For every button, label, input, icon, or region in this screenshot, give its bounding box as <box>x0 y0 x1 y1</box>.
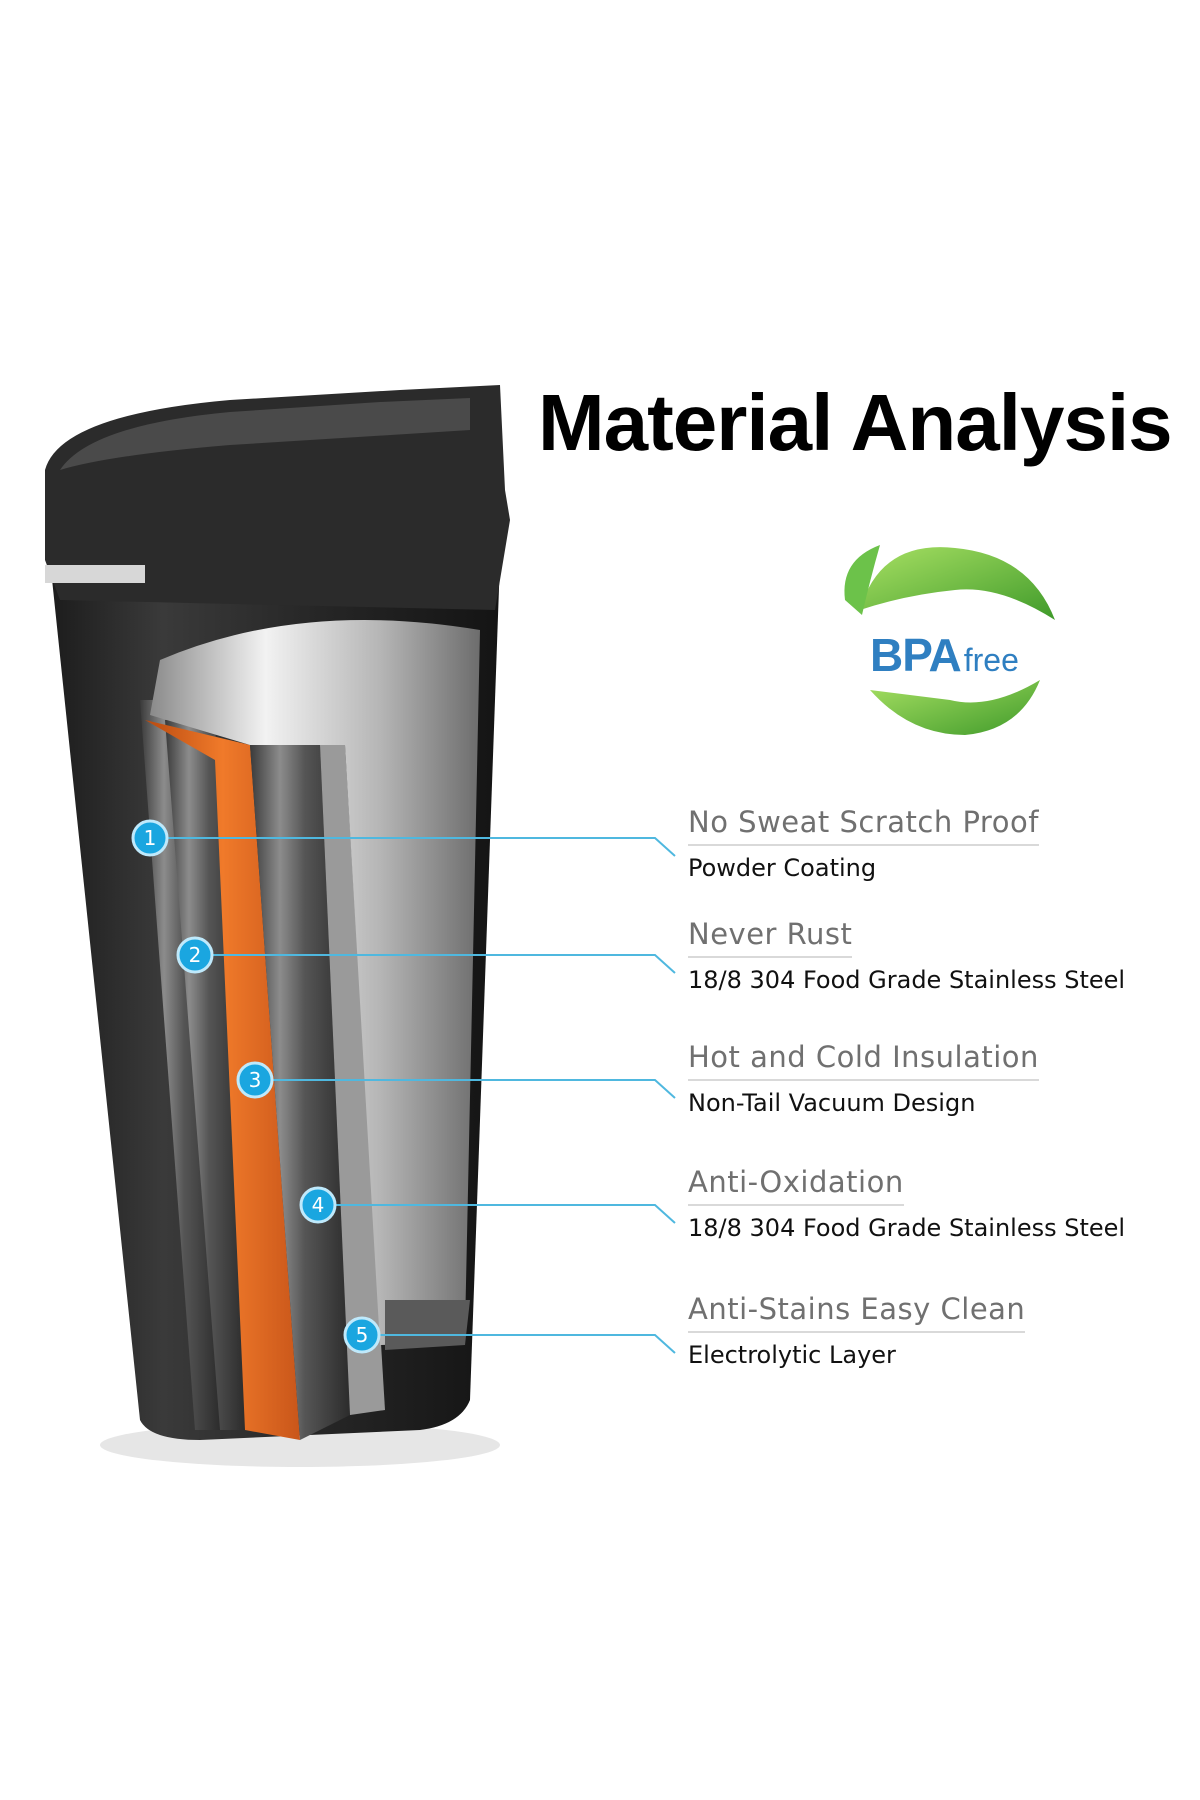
layer-steel-1 <box>165 720 245 1430</box>
page-title: Material Analysis <box>538 378 1173 467</box>
marker-number-4: 4 <box>312 1193 325 1217</box>
badge-leaf-left <box>844 545 880 615</box>
layer-outer-wall <box>140 700 220 1430</box>
free-text: free <box>963 642 1019 678</box>
inner-base <box>385 1300 470 1350</box>
callout-5: Anti-Stains Easy Clean Electrolytic Laye… <box>688 1295 1158 1367</box>
callout-3: Hot and Cold Insulation Non-Tail Vacuum … <box>688 1043 1158 1115</box>
callout-detail: Electrolytic Layer <box>688 1341 896 1369</box>
callout-detail: Non-Tail Vacuum Design <box>688 1089 976 1117</box>
layer-vacuum <box>250 745 350 1440</box>
callout-4: Anti-Oxidation 18/8 304 Food Grade Stain… <box>688 1168 1158 1240</box>
layer-insulation <box>145 720 300 1440</box>
marker-4 <box>299 1186 337 1224</box>
leader-line-4 <box>318 1204 676 1224</box>
callout-2: Never Rust 18/8 304 Food Grade Stainless… <box>688 920 1158 992</box>
marker-number-5: 5 <box>356 1323 369 1347</box>
badge-leaf-bottom <box>870 680 1040 735</box>
callout-heading: No Sweat Scratch Proof <box>688 808 1039 846</box>
marker-3 <box>236 1061 274 1099</box>
lid-top <box>60 398 470 470</box>
marker-number-2: 2 <box>189 943 202 967</box>
leader-lines: 1 2 3 4 5 <box>131 819 676 1354</box>
marker-number-3: 3 <box>249 1068 262 1092</box>
bpa-text: BPA <box>870 629 962 681</box>
leader-line-5 <box>362 1334 676 1354</box>
inner-cavity <box>150 620 480 1345</box>
callout-heading: Hot and Cold Insulation <box>688 1043 1039 1081</box>
callout-detail: Powder Coating <box>688 854 877 882</box>
lid-silver-band <box>45 565 145 583</box>
bpa-free-badge <box>844 545 1055 748</box>
callout-detail: 18/8 304 Food Grade Stainless Steel <box>688 966 1126 994</box>
marker-1 <box>131 819 169 857</box>
callout-heading: Anti-Oxidation <box>688 1168 904 1206</box>
callout-heading: Anti-Stains Easy Clean <box>688 1295 1026 1333</box>
leader-line-2 <box>195 954 676 974</box>
marker-2 <box>176 936 214 974</box>
marker-5 <box>343 1316 381 1354</box>
leader-line-1 <box>150 837 676 857</box>
badge-leaf-top <box>860 547 1055 620</box>
bpa-free-label: BPAfree <box>870 628 1019 682</box>
leader-line-3 <box>255 1079 676 1099</box>
marker-number-1: 1 <box>144 826 157 850</box>
callout-heading: Never Rust <box>688 920 853 958</box>
callout-detail: 18/8 304 Food Grade Stainless Steel <box>688 1214 1126 1242</box>
callout-1: No Sweat Scratch Proof Powder Coating <box>688 808 1158 880</box>
